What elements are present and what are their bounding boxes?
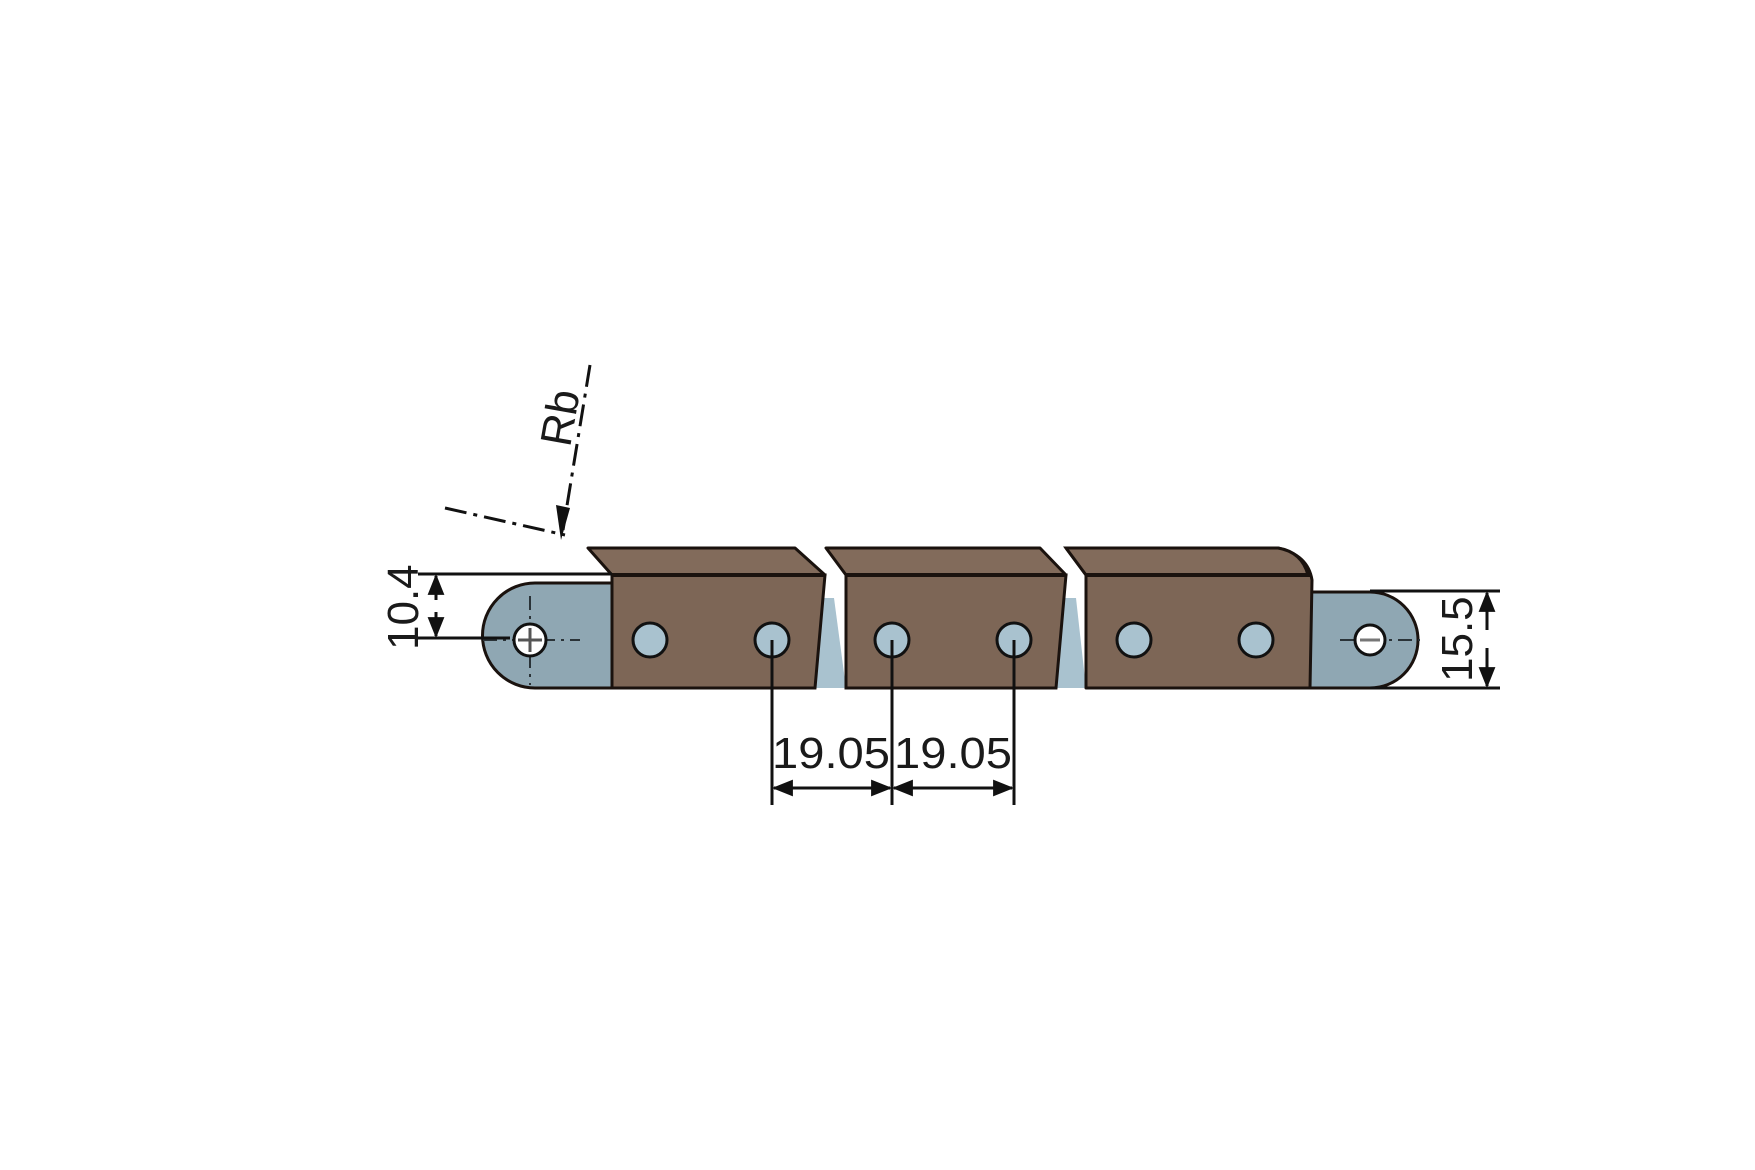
pin-icon <box>631 621 669 659</box>
gap-wedge-1 <box>815 598 846 688</box>
dimension-15-5: 15.5 <box>1370 589 1500 690</box>
radius-label: Rb <box>532 386 590 450</box>
dimension-10-4: 10.4 <box>379 564 612 650</box>
pin-icon <box>1237 621 1275 659</box>
pins <box>631 621 1275 659</box>
left-end-link <box>481 581 614 690</box>
top-plate-3 <box>1063 546 1314 690</box>
pitch-label-1: 19.05 <box>772 729 890 778</box>
radius-indicator: Rb <box>444 364 592 540</box>
gap-wedge-2 <box>1056 598 1086 688</box>
dimension-label-10-4: 10.4 <box>379 564 428 650</box>
right-end-link <box>1308 590 1420 690</box>
pin-icon <box>1115 621 1153 659</box>
top-plate-2 <box>824 546 1068 690</box>
dimension-label-15-5: 15.5 <box>1433 596 1482 682</box>
top-plate-1 <box>586 546 827 690</box>
pitch-label-2: 19.05 <box>894 729 1012 778</box>
dimension-pitch: 19.05 19.05 <box>770 640 1016 805</box>
